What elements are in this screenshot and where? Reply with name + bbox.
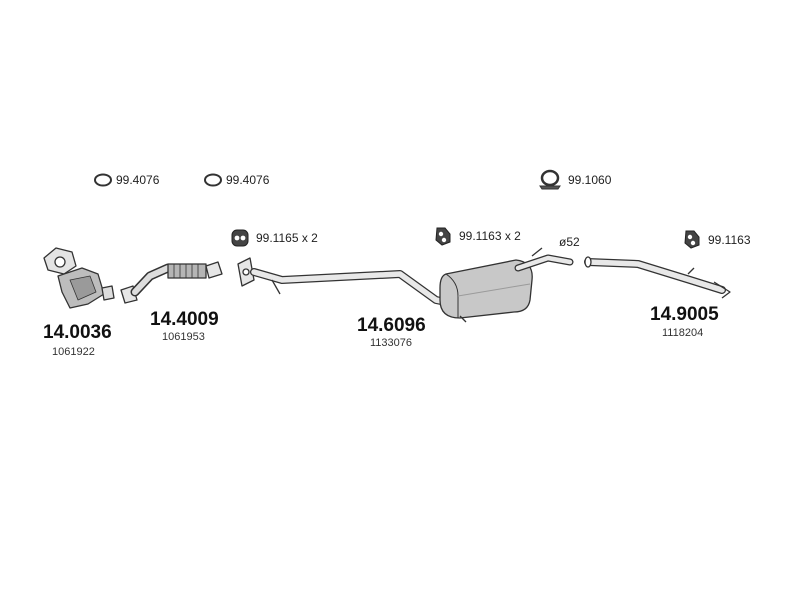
part-number-14-0036: 14.0036 [43,322,112,343]
diameter-label: ø52 [559,235,580,249]
rubber-hanger-icon [684,230,700,249]
catalytic-converter-part [43,247,115,309]
rubber-hanger-icon [231,229,249,247]
rubber-hanger-icon [435,227,451,246]
accessory-label-clamp: 99.1060 [568,173,612,187]
part-number-14-9005: 14.9005 [650,304,719,325]
part-number-14-4009: 14.4009 [150,309,219,330]
tail-pipe-part [584,256,731,299]
pipe-clamp-icon [539,169,561,190]
middle-silencer-part [237,247,574,323]
accessory-label-hanger-mid: 99.1163 x 2 [459,229,521,243]
front-pipe-part [120,261,223,304]
accessory-label-ring-b: 99.4076 [226,173,270,187]
sealing-ring-icon [204,173,222,187]
part-ref-1118204: 1118204 [662,327,704,339]
part-ref-1133076: 1133076 [370,337,413,349]
accessory-label-hanger-rear: 99.1163 [708,233,751,247]
part-ref-1061922: 1061922 [52,346,95,358]
part-number-14-6096: 14.6096 [357,315,426,336]
part-ref-1061953: 1061953 [162,331,205,343]
accessory-label-hanger-front: 99.1165 x 2 [256,231,318,245]
accessory-label-ring-a: 99.4076 [116,173,160,187]
sealing-ring-icon [94,173,112,187]
